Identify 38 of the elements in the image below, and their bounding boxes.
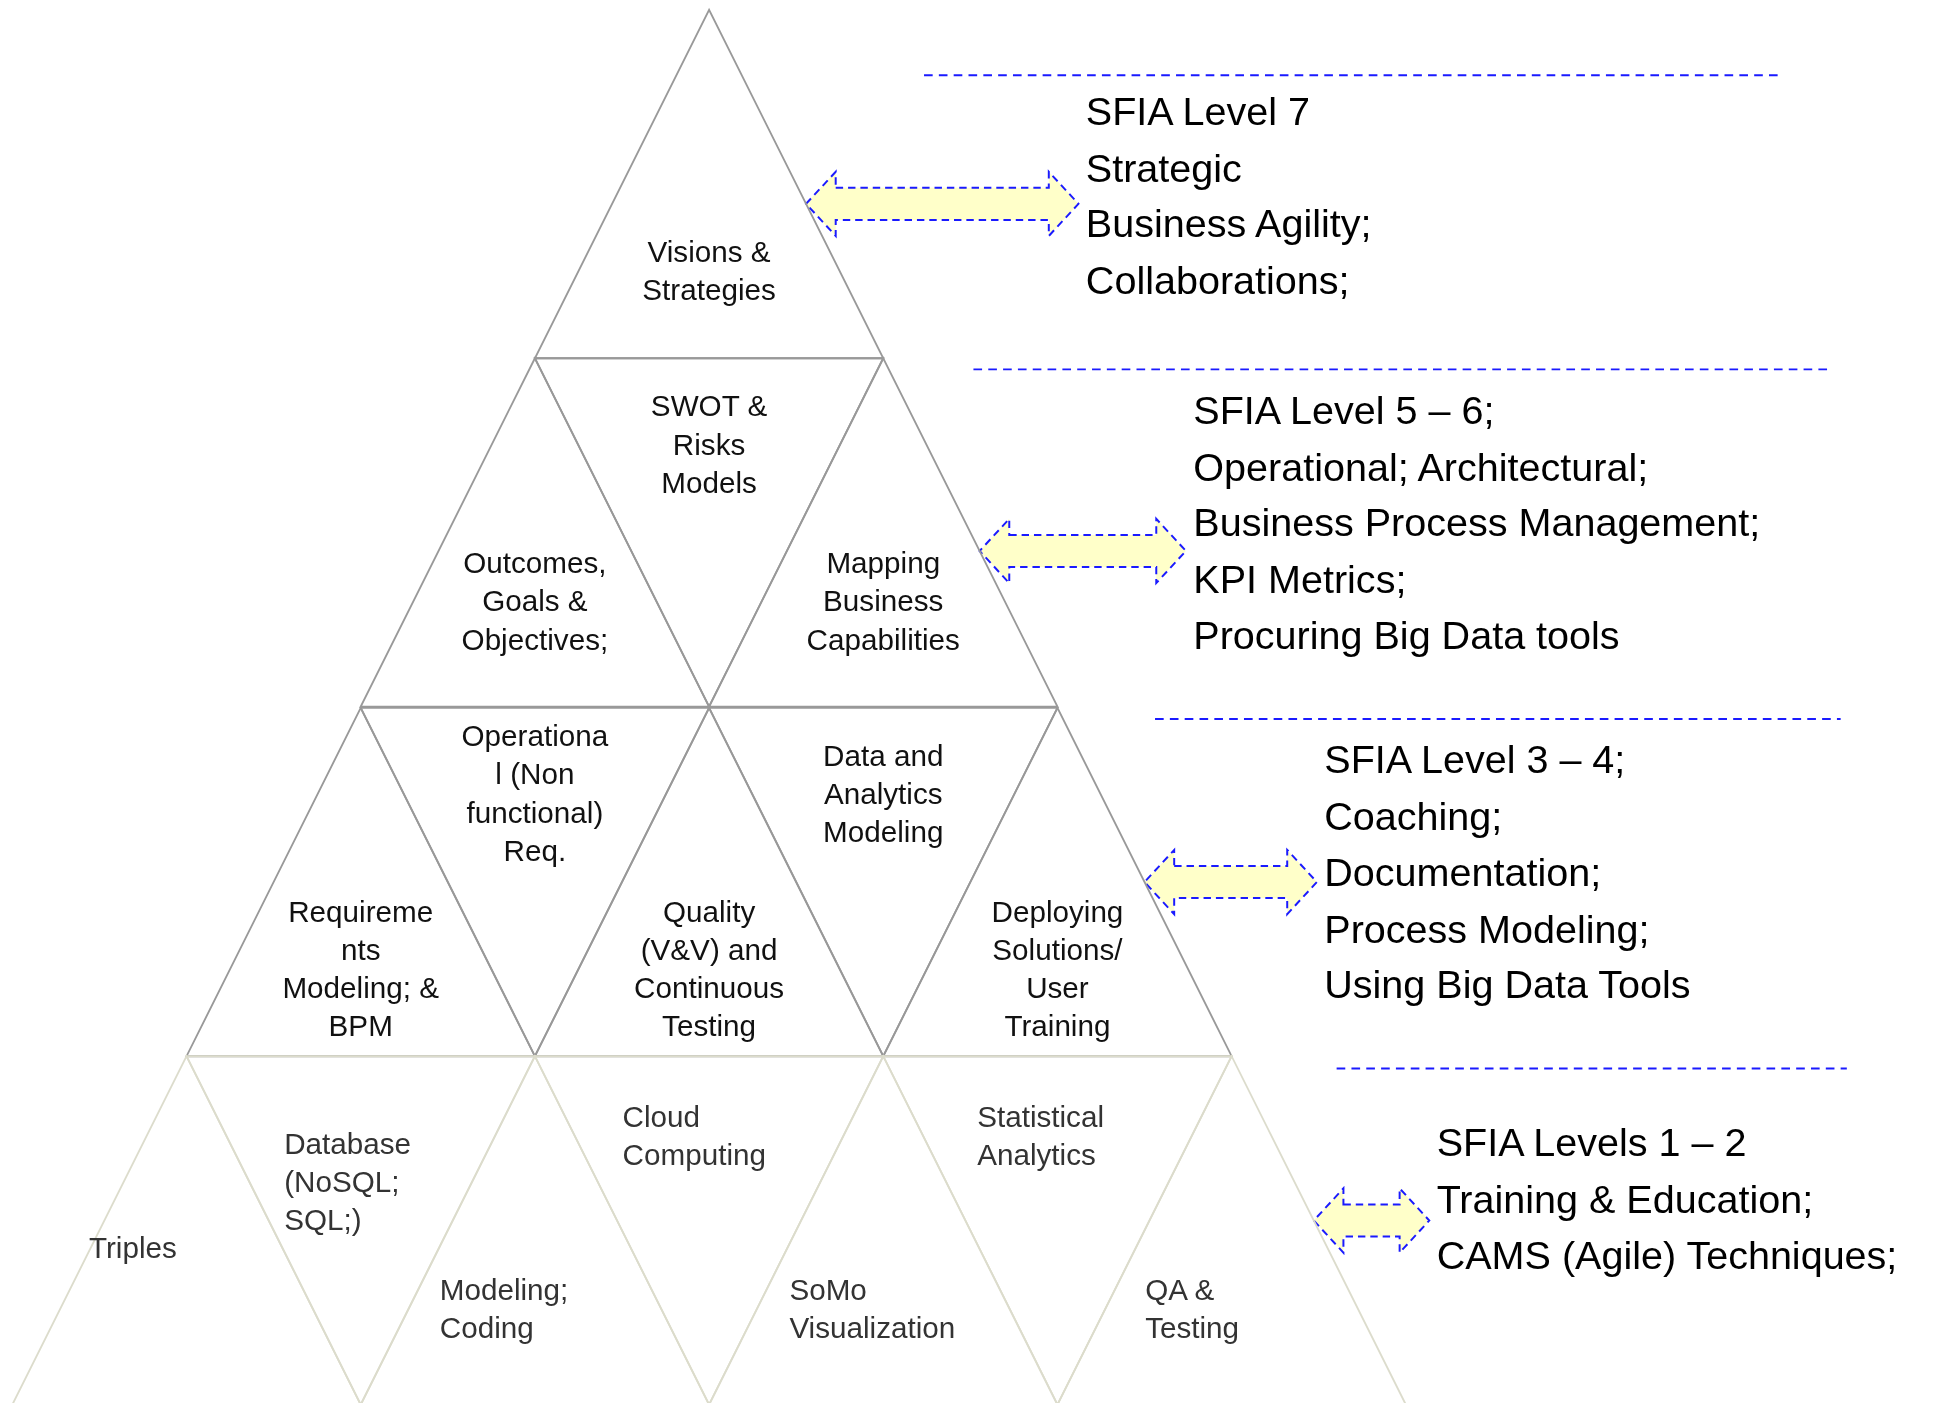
level-title: SFIA Levels 1 – 2 [1436, 1119, 1747, 1167]
competency-item: Strategic [1085, 144, 1242, 192]
competency-item: CAMS (Agile) Techniques; [1436, 1231, 1898, 1280]
competency-item: Procuring Big Data tools [1193, 611, 1620, 660]
double-arrow [978, 516, 1188, 586]
segment-label: Database (NoSQL; SQL;) [284, 1125, 413, 1239]
double-arrow [1143, 847, 1319, 917]
competency-item: Using Big Data Tools [1324, 961, 1691, 1009]
segment-label: Operational (Non functional) Req. [460, 717, 610, 870]
competency-item: Coaching; [1324, 792, 1503, 841]
segment-label: Statistical Analytics [977, 1098, 1105, 1174]
segment-label: Quality (V&V) and Continuous Testing [633, 893, 786, 1045]
competency-item: Business Agility; [1085, 200, 1372, 248]
competency-item: Business Process Management; [1193, 499, 1761, 547]
pyramid-triangle [534, 9, 884, 359]
competency-item: KPI Metrics; [1193, 555, 1407, 603]
competency-item: Collaborations; [1085, 256, 1350, 305]
competency-item: Operational; Architectural; [1193, 443, 1649, 491]
double-arrow [1312, 1185, 1431, 1256]
segment-label: Outcomes, Goals & Objectives; [460, 545, 610, 658]
level-title: SFIA Level 5 – 6; [1193, 386, 1495, 435]
competency-item: Process Modeling; [1324, 905, 1650, 953]
competency-item: Training & Education; [1436, 1175, 1814, 1224]
double-arrow [804, 169, 1080, 239]
segment-label: Modeling; Coding [439, 1271, 570, 1347]
segment-label: Requirements Modeling; & BPM [281, 893, 440, 1045]
competency-item: Documentation; [1324, 848, 1602, 897]
segment-label: Mapping Business Capabilities [805, 545, 961, 658]
segment-label: Triples [88, 1229, 178, 1266]
segment-label: Deploying Solutions/ User Training [990, 893, 1125, 1045]
level-title: SFIA Level 3 – 4; [1324, 736, 1626, 784]
segment-label: Cloud Computing [622, 1098, 767, 1174]
segment-label: QA & Testing [1145, 1271, 1241, 1347]
level-title: SFIA Level 7 [1085, 87, 1310, 136]
segment-label: Visions & Strategies [641, 233, 777, 309]
segment-label: SoMo Visualization [789, 1271, 957, 1347]
segment-label: SWOT & Risks Models [649, 388, 769, 502]
segment-label: Data and Analytics Modeling [822, 737, 945, 851]
